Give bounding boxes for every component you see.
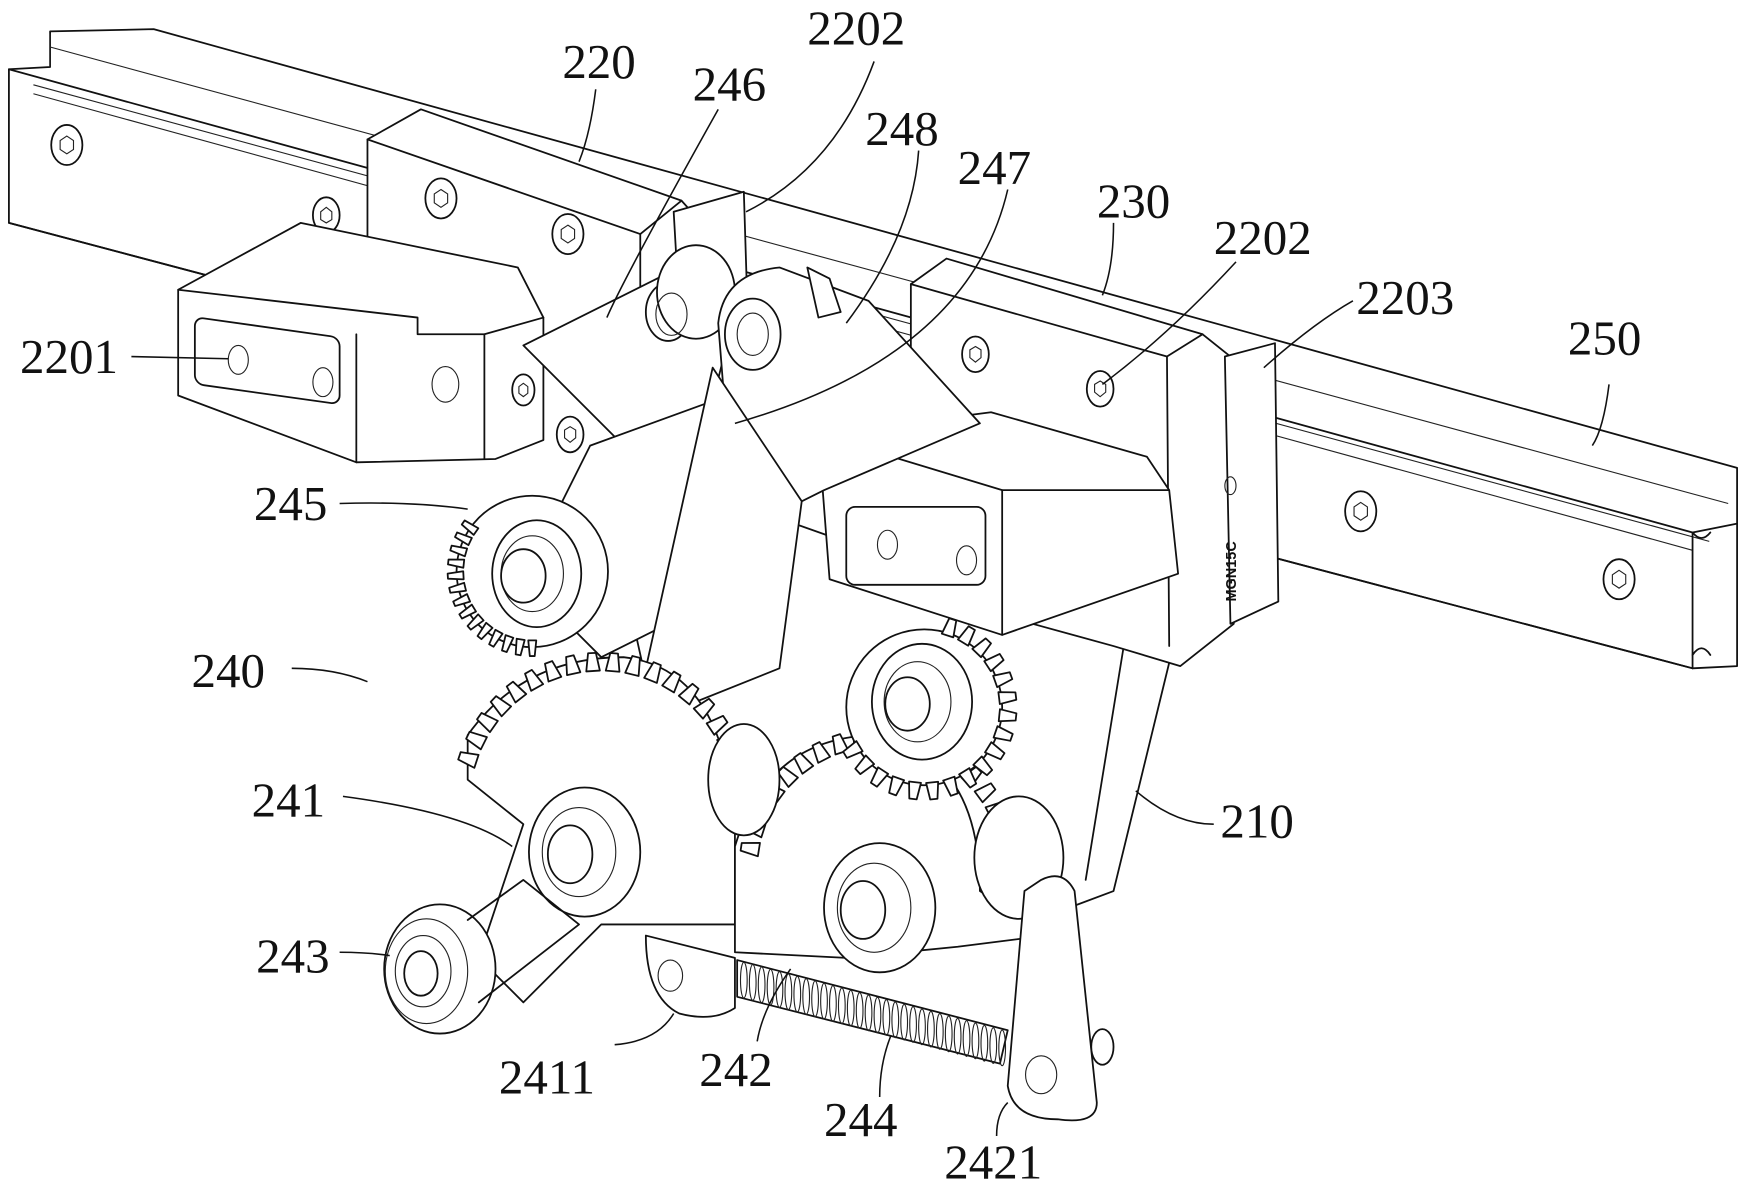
hex-screw-icon bbox=[51, 125, 82, 165]
label-2411: 2411 bbox=[499, 1050, 595, 1105]
gear-tooth bbox=[448, 571, 464, 579]
label-2202-top: 2202 bbox=[807, 1, 905, 56]
hex-screw-icon bbox=[1087, 371, 1114, 407]
label-245: 245 bbox=[254, 476, 327, 531]
gear-tooth bbox=[606, 653, 620, 672]
gear-tooth bbox=[545, 661, 561, 681]
label-220: 220 bbox=[562, 34, 635, 89]
label-244: 244 bbox=[824, 1092, 897, 1147]
gear-tooth bbox=[586, 653, 600, 672]
label-2421: 2421 bbox=[944, 1134, 1042, 1189]
label-2202-right: 2202 bbox=[1214, 210, 1312, 265]
gear-tooth bbox=[449, 583, 466, 593]
lever-2421 bbox=[1008, 876, 1114, 1120]
hex-screw-icon bbox=[1603, 559, 1634, 599]
label-240: 240 bbox=[192, 643, 265, 698]
gear-tooth bbox=[458, 752, 478, 768]
rail-model-marking: MGN15C bbox=[1224, 541, 1240, 602]
gear-tooth bbox=[566, 655, 580, 675]
label-2203: 2203 bbox=[1356, 270, 1454, 325]
label-250: 250 bbox=[1568, 310, 1641, 365]
hex-screw-icon bbox=[962, 336, 989, 372]
hex-screw-icon bbox=[557, 417, 584, 453]
hex-screw-icon bbox=[1345, 491, 1376, 531]
label-241: 241 bbox=[252, 772, 325, 827]
hex-screw-icon bbox=[552, 214, 583, 254]
label-246: 246 bbox=[693, 56, 766, 111]
label-243: 243 bbox=[256, 928, 329, 983]
label-210: 210 bbox=[1220, 794, 1293, 849]
label-242: 242 bbox=[699, 1042, 772, 1097]
gear-tooth bbox=[450, 546, 467, 557]
gear-tooth bbox=[448, 560, 464, 568]
hex-screw-icon bbox=[425, 178, 456, 218]
label-230: 230 bbox=[1097, 173, 1170, 228]
gear-tooth bbox=[528, 640, 536, 656]
label-248: 248 bbox=[865, 101, 938, 156]
label-2201: 2201 bbox=[20, 329, 118, 384]
hex-screw-icon bbox=[512, 374, 534, 405]
gear-tooth bbox=[516, 639, 525, 656]
spring-244 bbox=[737, 960, 1008, 1066]
lug-2411 bbox=[646, 936, 735, 1017]
label-247: 247 bbox=[958, 140, 1031, 195]
